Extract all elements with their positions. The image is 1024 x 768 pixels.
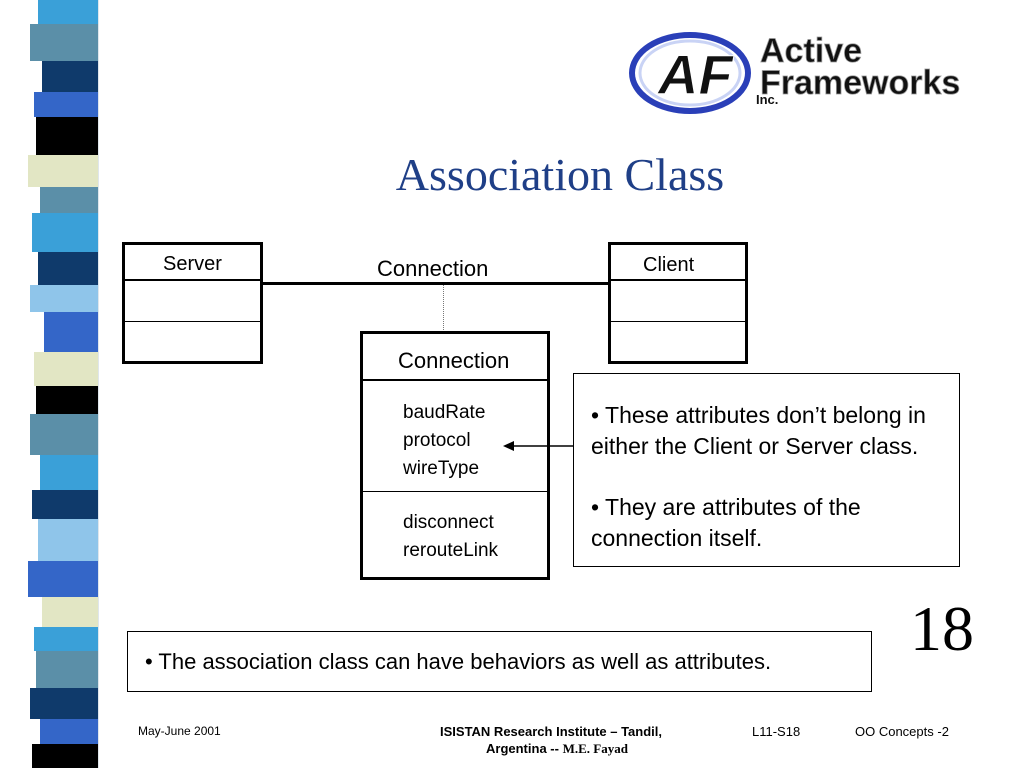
strip-band	[36, 651, 99, 688]
footer-institute-line-2: Argentina -- M.E. Fayad	[486, 741, 628, 757]
strip-band	[36, 117, 99, 155]
connection-operations-section: disconnect rerouteLink	[363, 491, 547, 577]
strip-band	[28, 155, 99, 187]
strip-band	[42, 61, 99, 92]
active-frameworks-logo: AF Active Frameworks Inc.	[629, 32, 961, 114]
strip-band	[30, 24, 99, 61]
strip-band	[38, 252, 99, 285]
strip-band	[30, 285, 99, 312]
attribute-protocol: protocol	[403, 430, 471, 451]
client-attributes-section	[611, 279, 745, 321]
footer-date: May-June 2001	[138, 724, 221, 738]
strip-band	[34, 92, 99, 117]
operation-reroutelink: rerouteLink	[403, 540, 499, 561]
connection-association-class-box: Connection baudRate protocol wireType di…	[360, 331, 550, 580]
attribute-wiretype: wireType	[403, 458, 480, 479]
strip-band	[32, 213, 99, 252]
strip-band	[40, 455, 99, 490]
strip-band	[40, 719, 99, 744]
strip-band	[28, 561, 99, 597]
logo-line-1: Active	[760, 32, 862, 70]
strip-band	[34, 352, 99, 386]
logo-line-3: Inc.	[756, 92, 778, 107]
slide-number: 18	[910, 593, 974, 664]
footer-slide-code: L11-S18	[752, 724, 801, 739]
client-class-name: Client	[643, 254, 695, 276]
logo-monogram: AF	[656, 43, 734, 106]
bottom-note-box: • The association class can have behavio…	[127, 631, 872, 692]
client-operations-section	[611, 321, 745, 361]
strip-band	[44, 312, 99, 352]
footer-institute-line-1: ISISTAN Research Institute – Tandil,	[440, 724, 663, 739]
server-attributes-section	[125, 279, 260, 321]
strip-band	[32, 490, 99, 519]
slide-title: Association Class	[395, 149, 725, 200]
connection-attributes-section: baudRate protocol wireType	[363, 379, 547, 491]
client-class-box: Client	[608, 242, 748, 364]
server-class-name: Server	[163, 253, 222, 275]
connection-class-name: Connection	[398, 348, 510, 373]
strip-band	[34, 627, 99, 651]
server-class-box: Server	[122, 242, 263, 364]
attribute-baudrate: baudRate	[403, 402, 486, 423]
decorative-side-strip	[0, 0, 118, 768]
strip-band	[42, 597, 99, 627]
note-bullet-2: • They are attributes of the connection …	[591, 494, 861, 551]
association-label: Connection	[377, 256, 489, 281]
operation-disconnect: disconnect	[403, 512, 494, 533]
strip-band	[30, 688, 99, 719]
association-class-connector	[443, 285, 444, 332]
strip-band	[32, 744, 99, 768]
strip-band	[30, 414, 99, 455]
note-bullet-1: • These attributes don’t belong in eithe…	[591, 402, 926, 459]
bottom-note-text: • The association class can have behavio…	[145, 649, 772, 674]
footer-course: OO Concepts -2	[855, 724, 949, 739]
footer-author: M.E. Fayad	[562, 741, 628, 756]
strip-band	[36, 386, 99, 414]
footer-institute-country: Argentina --	[486, 741, 559, 756]
logo-line-2: Frameworks	[760, 64, 960, 102]
server-operations-section	[125, 321, 260, 361]
strip-band	[40, 187, 99, 213]
association-line	[263, 282, 608, 285]
strip-band	[38, 0, 99, 24]
strip-band	[38, 519, 99, 561]
attributes-note-box: • These attributes don’t belong in eithe…	[573, 373, 960, 567]
